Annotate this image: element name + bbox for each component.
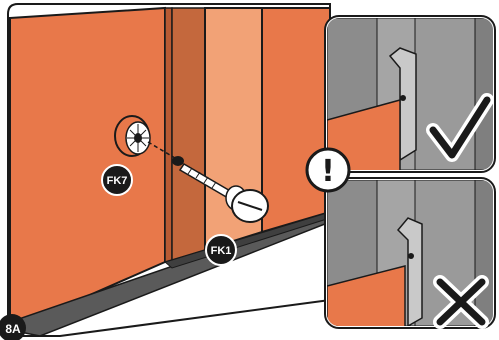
step-label: 8A — [5, 322, 21, 336]
main-scene: FK7 FK1 8A — [0, 4, 330, 340]
part-label-fk7: FK7 — [107, 175, 128, 187]
detail-panel-incorrect — [325, 178, 495, 328]
back-panel-right — [262, 8, 330, 232]
warning-icon: ! — [307, 149, 349, 191]
part-badge-fk1: FK1 — [206, 235, 236, 265]
part-label-fk1: FK1 — [211, 245, 232, 257]
cam-lock-fk7 — [115, 116, 150, 156]
detail-panel-correct — [325, 16, 495, 172]
warning-symbol-text: ! — [321, 154, 335, 189]
divider-panel-edge — [172, 8, 205, 260]
bolt-hole — [172, 156, 184, 166]
part-badge-fk7: FK7 — [102, 165, 132, 195]
